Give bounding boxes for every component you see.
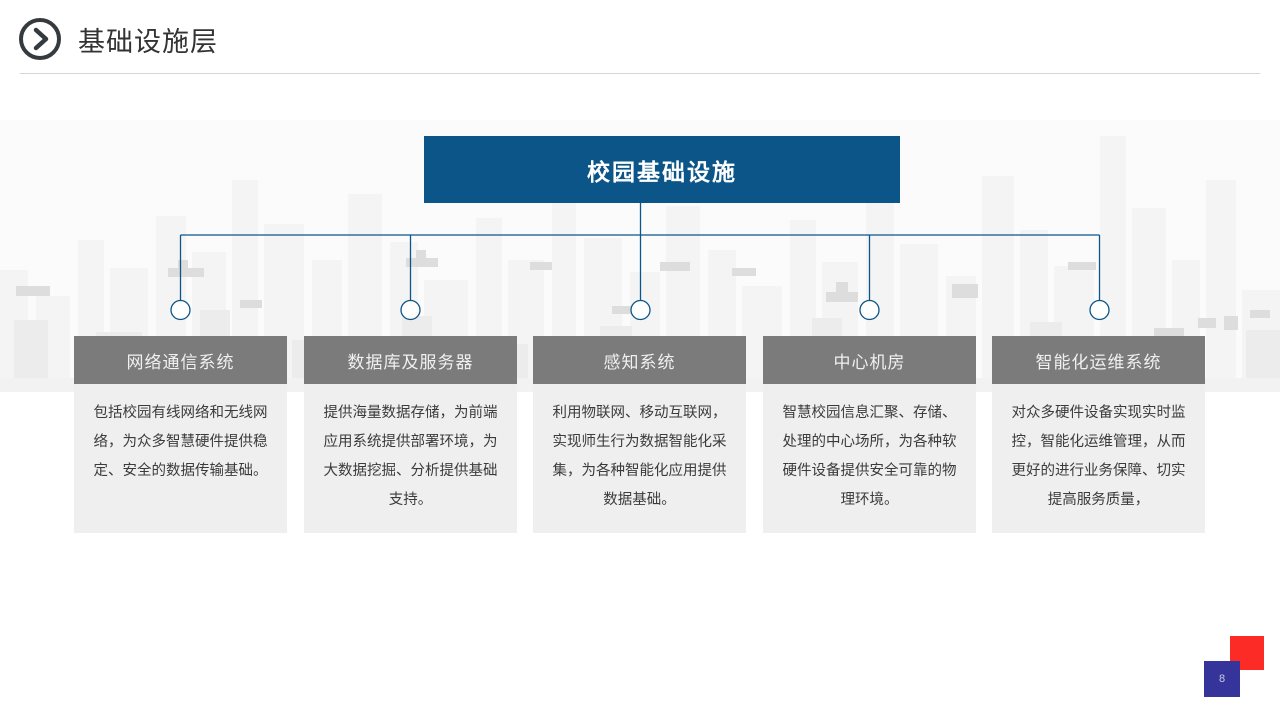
root-node: 校园基础设施 <box>424 136 900 203</box>
node-card-5-title: 智能化运维系统 <box>1035 352 1162 372</box>
node-card-3-header: 感知系统 <box>533 336 746 384</box>
page-number-mark: 8 <box>1200 636 1266 700</box>
node-card-1[interactable]: 网络通信系统 包括校园有线网络和无线网络，为众多智慧硬件提供稳定、安全的数据传输… <box>74 336 287 533</box>
node-card-2[interactable]: 数据库及服务器 提供海量数据存储，为前端应用系统提供部署环境，为大数据挖掘、分析… <box>304 336 517 533</box>
node-card-1-desc: 包括校园有线网络和无线网络，为众多智慧硬件提供稳定、安全的数据传输基础。 <box>93 405 268 479</box>
node-card-1-header: 网络通信系统 <box>74 336 287 384</box>
node-card-list: 网络通信系统 包括校园有线网络和无线网络，为众多智慧硬件提供稳定、安全的数据传输… <box>0 336 1280 536</box>
node-card-2-desc: 提供海量数据存储，为前端应用系统提供部署环境，为大数据挖掘、分析提供基础支持。 <box>323 405 498 508</box>
node-card-4-header: 中心机房 <box>763 336 976 384</box>
node-card-4-title: 中心机房 <box>833 352 906 372</box>
node-card-1-body: 包括校园有线网络和无线网络，为众多智慧硬件提供稳定、安全的数据传输基础。 <box>74 384 287 533</box>
node-card-1-title: 网络通信系统 <box>126 352 235 372</box>
node-card-3-body: 利用物联网、移动互联网，实现师生行为数据智能化采集，为各种智能化应用提供数据基础… <box>533 384 746 533</box>
node-card-5-desc: 对众多硬件设备实现实时监控，智能化运维管理，从而更好的进行业务保障、切实提高服务… <box>1011 405 1186 508</box>
node-card-3-desc: 利用物联网、移动互联网，实现师生行为数据智能化采集，为各种智能化应用提供数据基础… <box>552 405 727 508</box>
node-card-5-header: 智能化运维系统 <box>992 336 1205 384</box>
page-title: 基础设施层 <box>78 27 218 57</box>
root-node-label: 校园基础设施 <box>587 159 737 185</box>
slide-header: 基础设施层 <box>0 0 1280 80</box>
connector-lines <box>170 203 1110 321</box>
node-card-2-title: 数据库及服务器 <box>347 352 474 372</box>
node-card-2-header: 数据库及服务器 <box>304 336 517 384</box>
node-card-4-body: 智慧校园信息汇聚、存储、处理的中心场所，为各种软硬件设备提供安全可靠的物理环境。 <box>763 384 976 533</box>
node-card-3-title: 感知系统 <box>603 352 676 372</box>
page-number-badge: 8 <box>1204 661 1240 697</box>
node-card-2-body: 提供海量数据存储，为前端应用系统提供部署环境，为大数据挖掘、分析提供基础支持。 <box>304 384 517 533</box>
page-number: 8 <box>1218 673 1226 685</box>
node-card-4[interactable]: 中心机房 智慧校园信息汇聚、存储、处理的中心场所，为各种软硬件设备提供安全可靠的… <box>763 336 976 533</box>
node-card-5-body: 对众多硬件设备实现实时监控，智能化运维管理，从而更好的进行业务保障、切实提高服务… <box>992 384 1205 533</box>
header-divider <box>20 73 1260 74</box>
node-card-5[interactable]: 智能化运维系统 对众多硬件设备实现实时监控，智能化运维管理，从而更好的进行业务保… <box>992 336 1205 533</box>
node-card-4-desc: 智慧校园信息汇聚、存储、处理的中心场所，为各种软硬件设备提供安全可靠的物理环境。 <box>782 405 957 508</box>
node-card-3[interactable]: 感知系统 利用物联网、移动互联网，实现师生行为数据智能化采集，为各种智能化应用提… <box>533 336 746 533</box>
chevron-right-circle-icon <box>19 18 61 60</box>
